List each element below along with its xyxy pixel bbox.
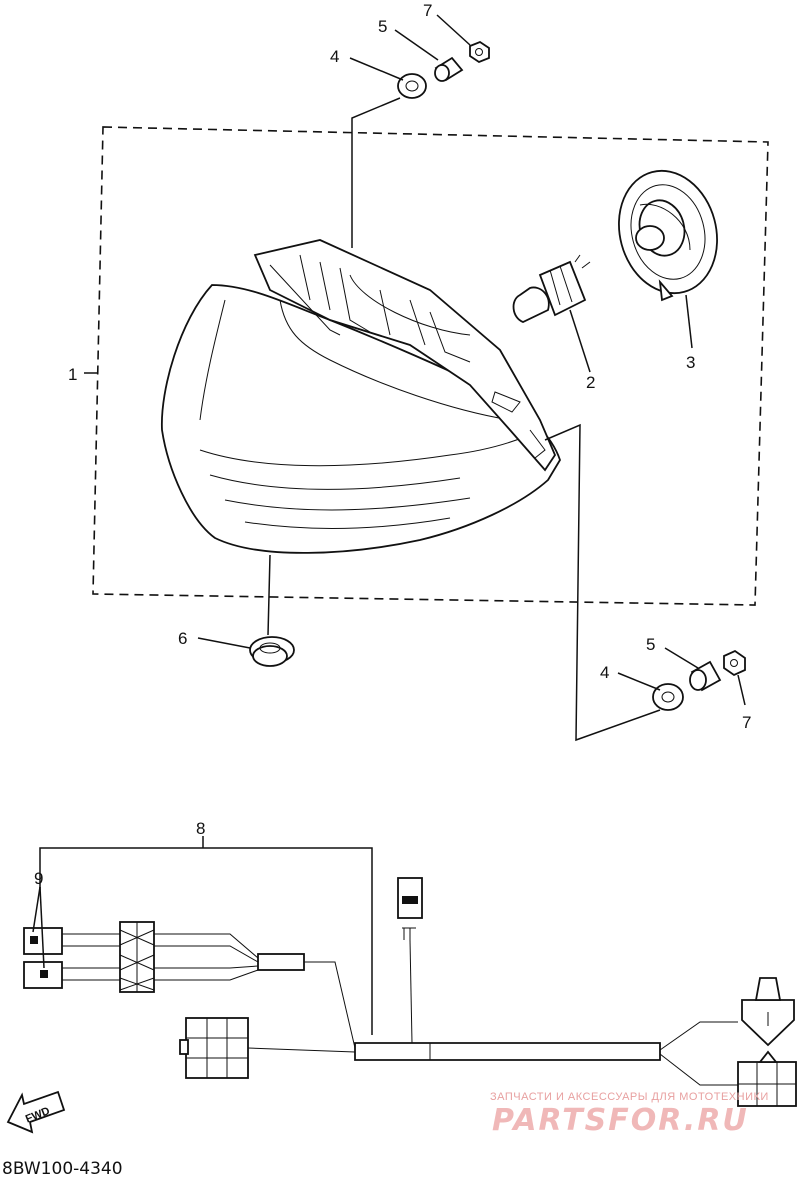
fwd-arrow-icon	[6, 1090, 66, 1134]
callout-5-bottom: 5	[646, 635, 655, 654]
callout-7-bottom: 7	[742, 713, 751, 732]
callout-7-top: 7	[423, 1, 432, 20]
callout-5-top: 5	[378, 17, 387, 36]
grommet-bottom-drawing	[652, 683, 684, 711]
callout-9: 9	[34, 869, 43, 888]
nut-bottom-drawing	[723, 649, 746, 677]
watermark-line1: ЗАПЧАСТИ И АКСЕССУАРЫ ДЛЯ МОТОТЕХНИКИ	[490, 1091, 769, 1103]
bulb-drawing	[512, 254, 591, 323]
callout-1: 1	[68, 365, 77, 384]
nut-top-drawing	[469, 40, 490, 64]
grommet-top-drawing	[397, 73, 427, 99]
callout-4-top: 4	[330, 47, 339, 66]
callout-6: 6	[178, 629, 187, 648]
collar-top-drawing	[434, 56, 464, 82]
assembly-boundary	[92, 126, 769, 606]
collar-bottom-drawing	[689, 660, 722, 692]
diagram-code: 8BW100-4340	[2, 1159, 123, 1179]
bulb-cover-drawing	[618, 169, 718, 302]
watermark-line2: PARTSFOR.RU	[492, 1103, 749, 1138]
callout-4-bottom: 4	[600, 663, 609, 682]
lead-wire-drawing	[23, 877, 797, 1107]
grommet-side-drawing	[249, 636, 295, 667]
callout-8: 8	[196, 819, 205, 838]
headlight-housing-drawing	[161, 239, 561, 554]
callout-2: 2	[586, 373, 595, 392]
callout-3: 3	[686, 353, 695, 372]
